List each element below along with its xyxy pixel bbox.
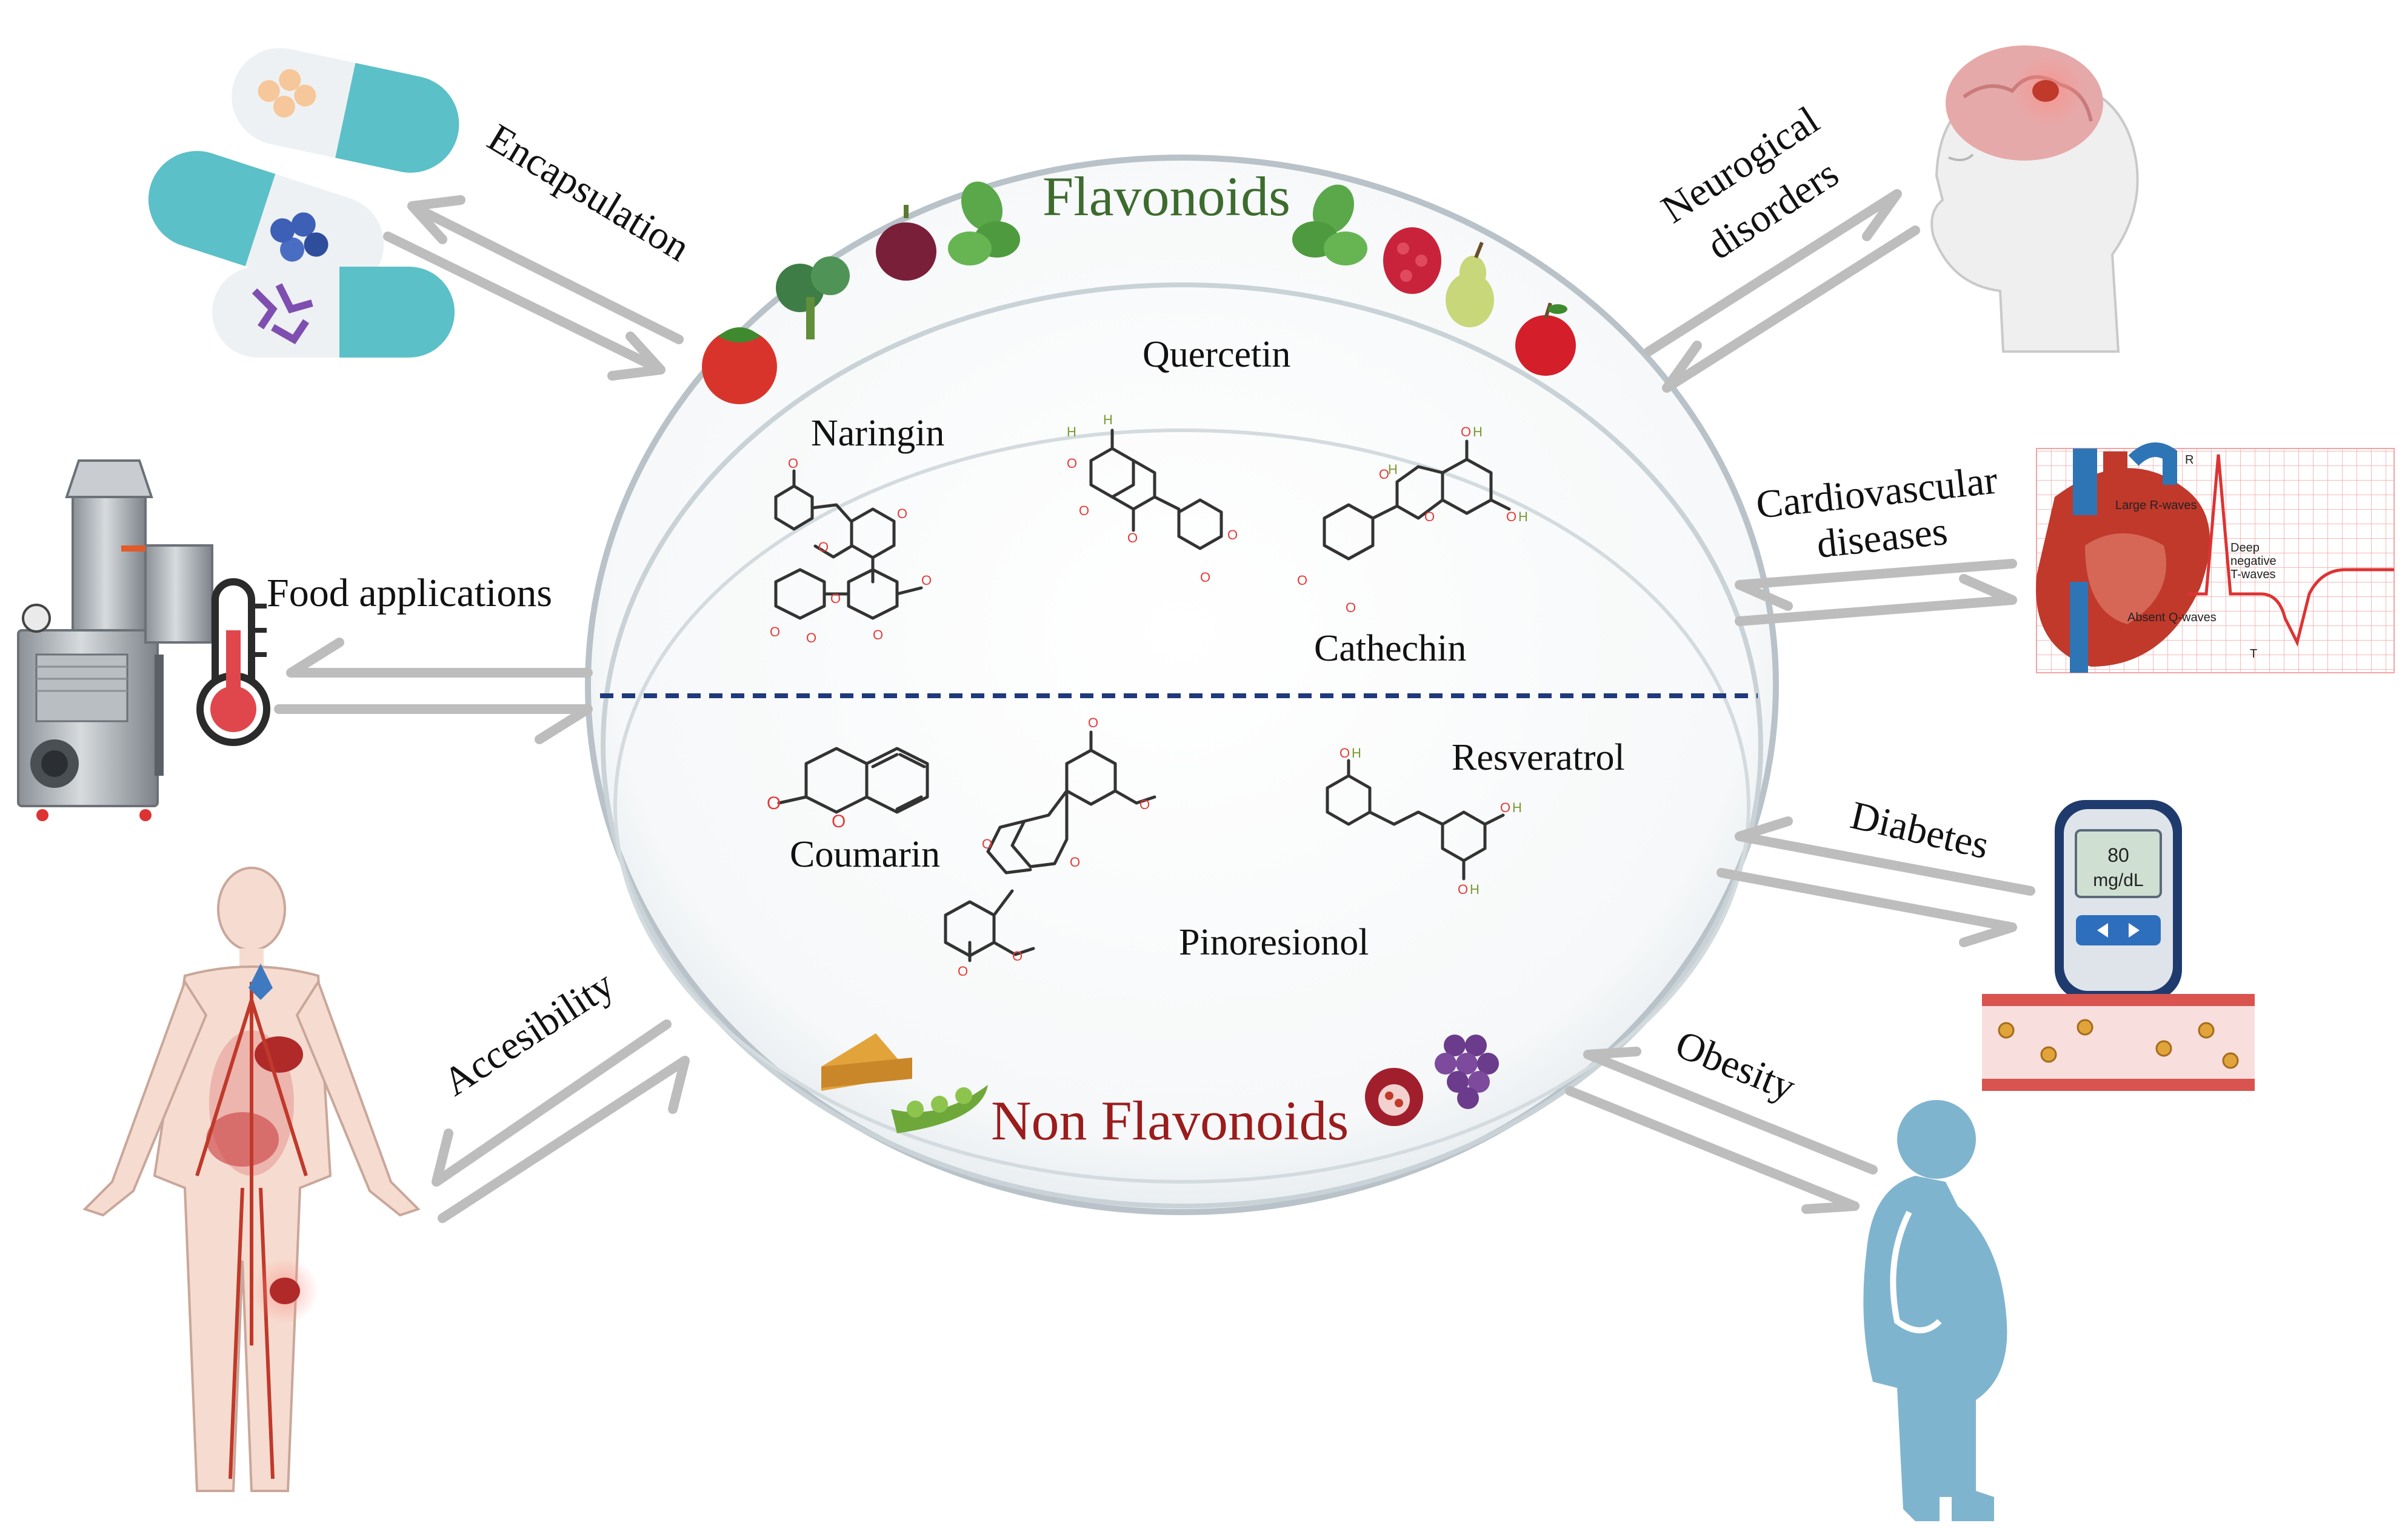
diabetes-arrows	[1716, 816, 2035, 947]
svg-text:O: O	[1088, 715, 1098, 730]
apple-icon	[1515, 302, 1576, 376]
pomegranate-icon	[1365, 1068, 1423, 1126]
svg-text:O: O	[1127, 530, 1138, 545]
compound-label-coumarin: Coumarin	[790, 834, 940, 875]
mint-leaf-icon	[1292, 184, 1367, 265]
compound-label-cathechin: Cathechin	[1314, 628, 1466, 669]
cheese-icon	[821, 1033, 912, 1091]
coumarin-structure: O O	[767, 747, 929, 832]
pea-pod-icon	[891, 1085, 988, 1133]
onion-icon	[876, 205, 936, 281]
svg-text:H: H	[1518, 509, 1528, 524]
raspberry-icon	[1383, 227, 1441, 294]
pinoresionol-structure: O O O O O O	[944, 715, 1156, 979]
svg-text:O: O	[1297, 573, 1307, 588]
svg-text:H: H	[1103, 412, 1113, 427]
obese-silhouette-icon	[1863, 1100, 2007, 1521]
svg-text:O: O	[1424, 509, 1435, 524]
svg-text:O: O	[767, 793, 781, 813]
svg-text:H: H	[1512, 800, 1522, 815]
capsule-icon	[212, 267, 455, 358]
svg-text:O: O	[873, 627, 883, 642]
central-dish	[585, 155, 1779, 1215]
ecg-t-label: T	[2250, 647, 2257, 661]
svg-text:O: O	[1506, 509, 1516, 524]
svg-text:O: O	[830, 591, 841, 606]
non-flavonoids-title: Non Flavonoids	[991, 1090, 1349, 1152]
svg-text:O: O	[1079, 503, 1089, 518]
neurological-arrows	[1644, 189, 1920, 393]
svg-text:O: O	[1379, 467, 1389, 482]
compound-label-naringin: Naringin	[811, 413, 944, 454]
svg-text:O: O	[897, 506, 907, 521]
quercetin-structure: H O O O O O H	[1067, 412, 1238, 585]
naringin-structure: O O O O O O O O	[770, 456, 932, 645]
obesity-arrows	[1565, 1047, 1878, 1214]
kale-icon	[776, 256, 850, 339]
label-food-applications: Food applications	[267, 571, 552, 615]
label-accesibility: Accesibility	[435, 962, 621, 1105]
tomato-icon	[702, 327, 777, 404]
flavonoids-title: Flavonoids	[1043, 165, 1290, 227]
ecg-deep-negative-3: T-waves	[2230, 568, 2275, 581]
svg-text:O: O	[832, 812, 846, 832]
capsule-icon	[232, 48, 459, 173]
ecg-trace	[2188, 454, 2394, 647]
glucometer-value: 80	[2107, 844, 2129, 866]
svg-text:O: O	[921, 573, 932, 588]
compound-label-resveratrol: Resveratrol	[1452, 737, 1625, 778]
compound-label-pinoresionol: Pinoresionol	[1179, 922, 1369, 963]
cardiovascular-arrows	[1735, 559, 2017, 626]
svg-text:O: O	[1227, 527, 1238, 542]
food-applications-arrows	[274, 638, 593, 744]
svg-text:O: O	[818, 539, 829, 555]
capsule-icon	[148, 151, 384, 293]
ecg-r-label: R	[2185, 453, 2193, 467]
pear-icon	[1446, 241, 1494, 327]
ecg-heart-panel: R T Large R-waves Deep negative T-waves …	[2036, 442, 2395, 673]
head-brain-icon	[1930, 45, 2139, 353]
svg-text:H: H	[1388, 462, 1398, 477]
svg-text:O: O	[806, 630, 816, 645]
svg-text:O: O	[958, 964, 968, 979]
svg-text:H: H	[1473, 424, 1483, 439]
compound-label-quercetin: Quercetin	[1143, 334, 1290, 375]
svg-text:O: O	[1200, 570, 1210, 585]
svg-text:H: H	[1067, 424, 1076, 439]
accesibility-arrows	[432, 1019, 690, 1223]
svg-text:O: O	[1346, 600, 1356, 615]
blood-vessel-icon	[1982, 994, 2255, 1091]
svg-text:O: O	[1067, 456, 1077, 471]
mint-leaf-icon	[948, 181, 1020, 265]
label-encapsulation: Encapsulation	[480, 115, 697, 270]
svg-text:O: O	[1070, 855, 1080, 870]
svg-text:H: H	[1470, 882, 1480, 897]
svg-text:O: O	[1139, 797, 1150, 812]
glucometer-unit: mg/dL	[2093, 870, 2143, 890]
human-body-icon	[82, 867, 421, 1492]
svg-text:H: H	[1352, 745, 1361, 761]
grapes-icon	[1435, 1035, 1499, 1109]
encapsulation-arrows	[383, 195, 684, 381]
thermometer-icon	[196, 578, 270, 746]
svg-text:O: O	[770, 624, 780, 639]
svg-text:O: O	[1500, 800, 1510, 815]
svg-text:O: O	[1012, 948, 1023, 964]
svg-text:O: O	[1339, 745, 1350, 761]
svg-text:O: O	[982, 836, 992, 852]
svg-text:O: O	[1461, 424, 1471, 439]
svg-text:O: O	[788, 456, 798, 471]
svg-text:O: O	[1458, 882, 1468, 897]
food-processing-machine-icon	[17, 459, 213, 821]
ecg-deep-negative-2: negative	[2230, 555, 2277, 568]
ecg-absent-q: Absent Q-waves	[2127, 611, 2217, 624]
ecg-large-r-waves: Large R-waves	[2115, 499, 2197, 512]
ecg-deep-negative-1: Deep	[2230, 541, 2260, 555]
